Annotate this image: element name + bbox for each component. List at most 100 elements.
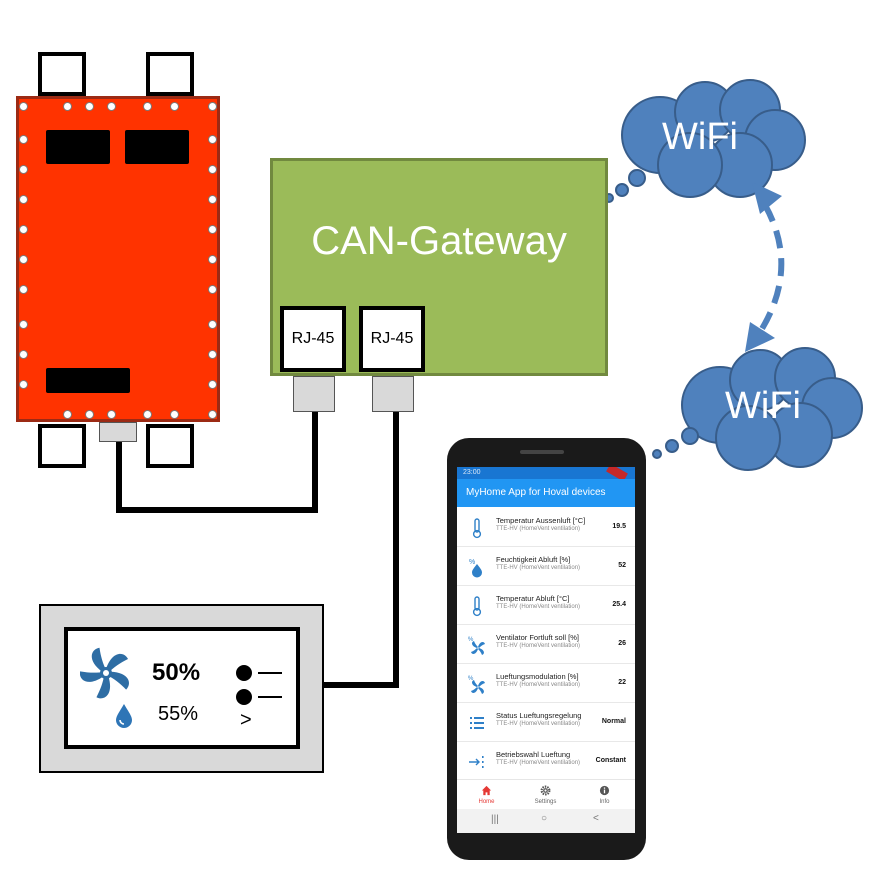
humidity-drops-icon: % bbox=[467, 556, 487, 578]
wifi-cloud-2 bbox=[652, 347, 863, 471]
board-pin bbox=[208, 320, 217, 329]
board-connector-top-left bbox=[38, 52, 86, 96]
board-pin bbox=[85, 410, 94, 419]
list-item-value: 22 bbox=[618, 679, 626, 686]
board-connector-bottom-right bbox=[146, 424, 194, 468]
humidity-drop-icon bbox=[116, 704, 132, 728]
list-item[interactable]: % Feuchtigkeit Abluft [%]TTE-HV (HomeVent… bbox=[457, 548, 635, 586]
svg-text:%: % bbox=[468, 637, 474, 643]
board-pin bbox=[19, 135, 28, 144]
board-pin bbox=[19, 380, 28, 389]
list-item-subtitle: TTE-HV (HomeVent ventilation) bbox=[496, 760, 581, 766]
wifi-link-arrow bbox=[745, 182, 785, 352]
list-item[interactable]: %Lueftungsmodulation [%]TTE-HV (HomeVent… bbox=[457, 665, 635, 703]
list-item-value: 26 bbox=[618, 640, 626, 647]
board-pin bbox=[19, 102, 28, 111]
board-pin bbox=[107, 410, 116, 419]
list-item-value: Normal bbox=[601, 718, 626, 725]
board-pin bbox=[19, 255, 28, 264]
board-pin bbox=[170, 102, 179, 111]
board-connector-bottom-left bbox=[38, 424, 86, 468]
list-item-title: Lueftungsmodulation [%] bbox=[496, 672, 579, 681]
nav-home[interactable]: Home bbox=[457, 780, 516, 810]
board-pin bbox=[208, 225, 217, 234]
board-pin bbox=[208, 165, 217, 174]
board-pin bbox=[63, 410, 72, 419]
gear-icon bbox=[540, 785, 551, 796]
panel-next-arrow[interactable]: > bbox=[240, 709, 252, 731]
control-panel-display: 50% 55% > bbox=[64, 627, 300, 749]
rj45-port-left: RJ-45 bbox=[280, 306, 346, 372]
nav-settings[interactable]: Settings bbox=[516, 780, 575, 810]
can-cable-gateway-to-panel bbox=[324, 412, 399, 688]
svg-text:%: % bbox=[468, 676, 474, 682]
panel-button-2-line bbox=[258, 696, 282, 698]
panel-button-2[interactable] bbox=[236, 689, 252, 705]
list-item-title: Status Lueftungsregelung bbox=[496, 711, 582, 720]
rj45-port-right: RJ-45 bbox=[359, 306, 425, 372]
list-item-title: Betriebswahl Lueftung bbox=[496, 750, 571, 759]
board-pin bbox=[143, 410, 152, 419]
humidity-value: 55% bbox=[158, 703, 199, 725]
board-pin bbox=[143, 102, 152, 111]
arrow-in-icon bbox=[467, 751, 487, 773]
board-pin bbox=[208, 410, 217, 419]
wifi-cloud-1-label: WiFi bbox=[662, 116, 738, 158]
board-pin bbox=[19, 165, 28, 174]
nav-home-label: Home bbox=[478, 799, 495, 805]
can-cable-board-to-gateway bbox=[116, 412, 318, 513]
board-pin bbox=[208, 135, 217, 144]
board-pin bbox=[85, 102, 94, 111]
board-pin bbox=[19, 225, 28, 234]
gateway-title: CAN-Gateway bbox=[311, 219, 567, 263]
bottom-navigation: Home Settings Info bbox=[457, 779, 635, 810]
panel-button-1[interactable] bbox=[236, 665, 252, 681]
list-icon bbox=[467, 712, 487, 734]
board-chip-3 bbox=[46, 368, 130, 393]
panel-button-1-line bbox=[258, 672, 282, 674]
info-icon bbox=[599, 785, 610, 796]
fan-icon bbox=[80, 647, 129, 699]
list-item-subtitle: TTE-HV (HomeVent ventilation) bbox=[496, 643, 581, 649]
list-item-value: 52 bbox=[618, 562, 626, 569]
board-pin bbox=[170, 410, 179, 419]
list-item-value: Constant bbox=[595, 757, 626, 764]
board-pin bbox=[19, 285, 28, 294]
status-time: 23:00 bbox=[463, 469, 481, 476]
list-item[interactable]: Temperatur Abluft [°C]TTE-HV (HomeVent v… bbox=[457, 587, 635, 625]
list-item-title: Ventilator Fortluft soll [%] bbox=[496, 633, 579, 642]
list-item-title: Temperatur Aussenluft [°C] bbox=[496, 516, 586, 525]
fan-icon: % bbox=[467, 634, 487, 656]
list-item[interactable]: % Ventilator Fortluft soll [%]TTE-HV (Hom… bbox=[457, 626, 635, 664]
thermometer-icon bbox=[467, 517, 487, 539]
board-connector-top-right bbox=[146, 52, 194, 96]
app-title-bar: MyHome App for Hoval devices bbox=[457, 479, 635, 507]
thermometer-icon bbox=[467, 595, 487, 617]
list-item-subtitle: TTE-HV (HomeVent ventilation) bbox=[496, 604, 581, 610]
rj45-plug-left bbox=[293, 376, 335, 412]
list-item-title: Feuchtigkeit Abluft [%] bbox=[496, 555, 571, 564]
wifi-cloud-1 bbox=[604, 79, 806, 203]
board-pin bbox=[19, 350, 28, 359]
list-item-subtitle: TTE-HV (HomeVent ventilation) bbox=[496, 526, 581, 532]
fan-speed-value: 50% bbox=[152, 659, 201, 686]
phone-status-bar: 23:00 bbox=[457, 467, 635, 482]
board-chip-1 bbox=[46, 130, 110, 164]
list-item-subtitle: TTE-HV (HomeVent ventilation) bbox=[496, 721, 581, 727]
sensor-list[interactable]: Temperatur Aussenluft [°C]TTE-HV (HomeVe… bbox=[457, 507, 635, 781]
sys-home-button[interactable]: ○ bbox=[541, 813, 548, 824]
list-item-subtitle: TTE-HV (HomeVent ventilation) bbox=[496, 565, 581, 571]
list-item[interactable]: Temperatur Aussenluft [°C]TTE-HV (HomeVe… bbox=[457, 509, 635, 547]
fan-icon: % bbox=[467, 673, 487, 695]
board-pin bbox=[19, 195, 28, 204]
sys-recent-button[interactable]: ||| bbox=[491, 814, 499, 825]
phone-speaker bbox=[520, 450, 564, 454]
sys-back-button[interactable]: < bbox=[593, 813, 599, 824]
phone-screen: 23:00 MyHome App for Hoval devices Tempe… bbox=[457, 467, 635, 833]
list-item-value: 25.4 bbox=[612, 601, 626, 608]
nav-info[interactable]: Info bbox=[575, 780, 634, 810]
board-pin bbox=[208, 102, 217, 111]
